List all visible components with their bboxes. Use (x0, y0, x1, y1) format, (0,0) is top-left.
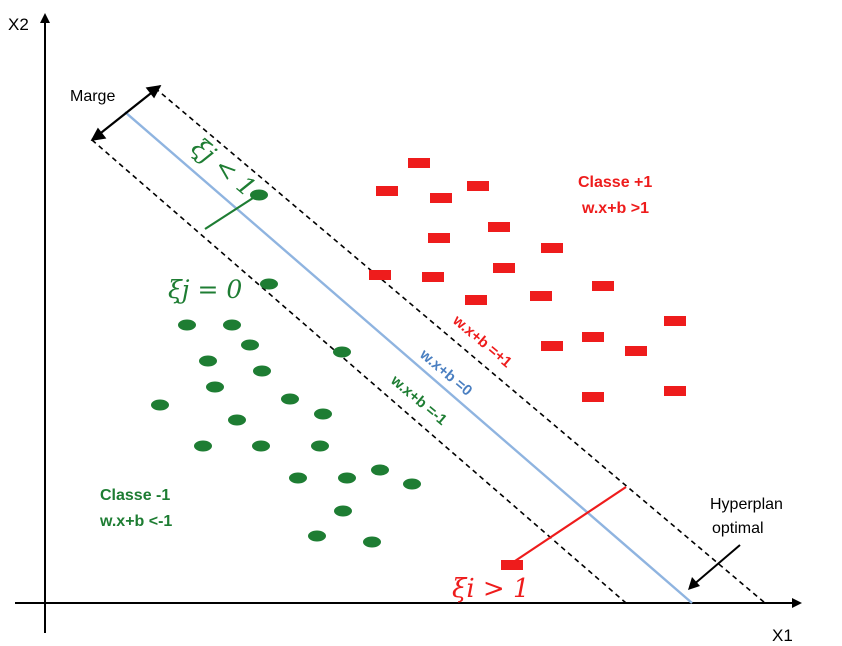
class-plus-point (530, 291, 552, 301)
class-minus-point (253, 365, 271, 377)
class-minus-point (403, 478, 421, 490)
margin-label: Marge (70, 88, 115, 105)
class-minus-point-slack (250, 189, 268, 201)
hyperplane-pointer-arrow (691, 544, 741, 587)
class-plus-point (422, 272, 444, 282)
margin-arrow-head-lower (90, 127, 107, 141)
xi-i-gt-1-label: ξi > 1 (452, 574, 530, 604)
class-minus-point (241, 339, 259, 351)
class-plus-point (369, 270, 391, 280)
class-plus-point (541, 341, 563, 351)
class-plus-points (369, 158, 686, 570)
class-plus-point (582, 392, 604, 402)
margin-line-lower (91, 139, 627, 604)
hyperplane-label-line1: Hyperplan (710, 496, 783, 513)
slack-segment-red (511, 486, 627, 564)
class-minus-point (199, 355, 217, 367)
class-minus-point (311, 440, 329, 452)
class-minus-point (308, 530, 326, 542)
margin-arrow-head-upper (145, 85, 162, 99)
class-minus-point (194, 440, 212, 452)
class-minus-point (151, 399, 169, 411)
class-minus-point (223, 319, 241, 331)
class-plus-name: Classe +1 (578, 174, 652, 191)
hyperplane-pointer-arrow-head (688, 577, 700, 590)
class-minus-point (178, 319, 196, 331)
class-plus-point (376, 186, 398, 196)
class-plus-point (493, 263, 515, 273)
class-minus-rule: w.x+b <-1 (99, 513, 172, 530)
class-plus-rule: w.x+b >1 (581, 200, 649, 217)
class-plus-point (664, 386, 686, 396)
xi-j-eq-0-label: ξj = 0 (168, 275, 242, 304)
slack-segment-green (204, 197, 254, 230)
class-minus-name: Classe -1 (100, 487, 170, 504)
class-minus-point (334, 505, 352, 517)
class-plus-point (592, 281, 614, 291)
class-plus-point (408, 158, 430, 168)
margin-arrow (91, 85, 161, 141)
class-minus-point (228, 414, 246, 426)
class-plus-point (541, 243, 563, 253)
class-minus-point (289, 472, 307, 484)
x-axis-label: X1 (772, 626, 793, 645)
class-plus-point (582, 332, 604, 342)
lower-line-label: w.x+b =-1 (387, 371, 451, 428)
class-plus-point (467, 181, 489, 191)
class-plus-point (488, 222, 510, 232)
class-plus-point (428, 233, 450, 243)
margin-line-upper (154, 87, 766, 604)
class-minus-point (333, 346, 351, 358)
upper-line-label: w.x+b =+1 (449, 311, 515, 371)
class-minus-point (363, 536, 381, 548)
class-plus-point (465, 295, 487, 305)
class-minus-point (252, 440, 270, 452)
class-minus-point (371, 464, 389, 476)
hyperplane-label-line2: optimal (712, 520, 764, 537)
class-minus-point (314, 408, 332, 420)
class-plus-point (625, 346, 647, 356)
class-plus-point-misclassified (501, 560, 523, 570)
y-axis-label: X2 (8, 15, 29, 34)
class-minus-point-support (260, 278, 278, 290)
class-minus-point (281, 393, 299, 405)
class-minus-points (151, 189, 421, 548)
class-minus-point (338, 472, 356, 484)
class-plus-point (664, 316, 686, 326)
class-plus-point (430, 193, 452, 203)
optimal-hyperplane (124, 111, 693, 604)
xi-j-lt-1-label: ξj < 1 (186, 132, 261, 202)
class-minus-point (206, 381, 224, 393)
